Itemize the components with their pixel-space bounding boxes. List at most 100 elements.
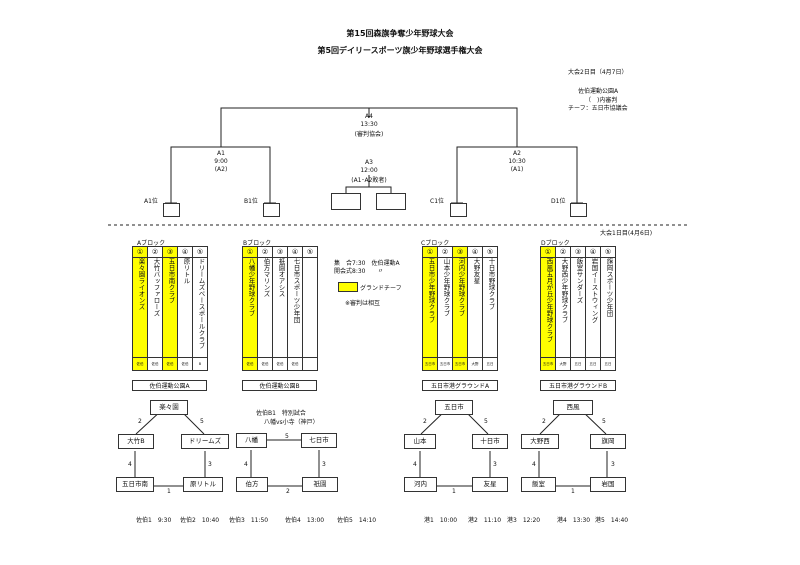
team-number: ③ (571, 247, 585, 258)
team-sub: 佐伯 (288, 357, 302, 370)
judge-note: （ )内審判 (585, 97, 618, 104)
match-d-n1: 1 (571, 488, 575, 495)
team-sub: 大野 (468, 357, 482, 370)
schedule-item: 佐伯3 11:50 (229, 517, 269, 524)
team-number: ② (556, 247, 570, 258)
match-c-n2: 2 (423, 418, 427, 425)
schedule-item: 佐伯5 14:10 (337, 517, 377, 524)
slot-c1: C1位 (430, 198, 445, 205)
a3-slot-right (376, 193, 406, 210)
team-number: ⑤ (303, 247, 317, 258)
match-a-n2: 2 (138, 418, 142, 425)
team-name: ドリームズベースボールクラブ (197, 258, 205, 349)
team-number: ③ (453, 247, 467, 258)
match-b-n3: 3 (322, 461, 326, 468)
match-c-n3: 3 (493, 461, 497, 468)
team-number: ④ (178, 247, 192, 258)
chief-note: チーフ：五日市協議会 (568, 105, 628, 112)
team-number: ② (438, 247, 452, 258)
team-name: 大野西少年野球クラブ (560, 258, 568, 323)
team-number: ③ (163, 247, 177, 258)
match-c-bottom-left: 河内 (404, 477, 437, 492)
slot-a1-box (163, 203, 180, 217)
team-number: ② (148, 247, 162, 258)
match-d-n4: 4 (532, 461, 536, 468)
team-name: 岩国イーストウィング (590, 258, 598, 323)
a1-judge: (A2) (214, 166, 228, 173)
team-sub: 五日 (571, 357, 585, 370)
team-sub: 五日 (601, 357, 615, 370)
match-c-n4: 4 (413, 461, 417, 468)
team-sub: 五日市 (423, 357, 437, 370)
match-d-right: 旗岡 (590, 434, 626, 449)
a1-time: 9:00 (214, 158, 228, 165)
block-a-name: Aブロック (137, 240, 166, 247)
venue-note: 佐伯運動公園A (578, 88, 619, 95)
schedule-item: 港4 13:30 (557, 517, 591, 524)
match-d-bottom-left: 飯室 (521, 477, 556, 492)
a3-time: 12:00 (360, 167, 378, 174)
venue-b: 佐伯運動公園B (242, 380, 317, 391)
team-sub: 佐伯 (273, 357, 287, 370)
match-a-n1: 1 (167, 488, 171, 495)
match-d-top: 西風 (553, 400, 593, 415)
match-d-n5: 5 (602, 418, 606, 425)
match-a-n3: 3 (208, 461, 212, 468)
team-number: ① (423, 247, 437, 258)
team-number: ② (258, 247, 272, 258)
team-sub: 佐伯 (148, 357, 162, 370)
title-line-1: 第15回森旗争奪少年野球大会 (346, 29, 454, 38)
team-sub: 五日 (586, 357, 600, 370)
venue-d: 五日市港グラウンドB (540, 380, 616, 391)
team-name: 五日市少年野球クラブ (427, 258, 435, 323)
team-sub: B (193, 357, 207, 370)
team-sub: 佐伯 (258, 357, 272, 370)
slot-b1: B1位 (244, 198, 258, 205)
match-c-n1: 1 (452, 488, 456, 495)
team-number: ③ (273, 247, 287, 258)
a3-slot-left (331, 193, 361, 210)
team-number: ⑤ (193, 247, 207, 258)
team-name: 山本少年野球クラブ (442, 258, 450, 317)
match-b-bottom-right: 祇園 (302, 477, 338, 492)
team-sub: 大野 (556, 357, 570, 370)
team-sub: 佐伯 (178, 357, 192, 370)
team-sub (303, 357, 317, 370)
team-name: 原リトル (182, 258, 190, 284)
team-name: 五日市南クラブ (167, 258, 175, 304)
slot-d1: D1位 (551, 198, 566, 205)
team-number: ① (243, 247, 257, 258)
schedule-item: 佐伯2 10:40 (180, 517, 220, 524)
team-number: ④ (288, 247, 302, 258)
a4-label: A4 (365, 113, 373, 120)
team-sub: 五日市 (453, 357, 467, 370)
match-c-bottom-right: 友星 (472, 477, 508, 492)
a2-label: A2 (513, 150, 521, 157)
schedule-item: 港5 14:40 (595, 517, 629, 524)
block-d-name: Dブロック (541, 240, 570, 247)
match-b-top-left: 八幡 (236, 433, 267, 448)
match-c-top: 五日市 (435, 400, 473, 415)
a3-label: A3 (365, 159, 373, 166)
judge-mutual-note: ※審判は相互 (345, 300, 381, 307)
match-c-left: 山本 (404, 434, 436, 449)
slot-b1-box (263, 203, 280, 217)
team-sub: 佐伯 (133, 357, 147, 370)
match-b-top-right: 七日市 (301, 433, 337, 448)
team-number: ① (133, 247, 147, 258)
slot-a1: A1位 (144, 198, 158, 205)
match-b-bottom-left: 伯方 (236, 477, 268, 492)
